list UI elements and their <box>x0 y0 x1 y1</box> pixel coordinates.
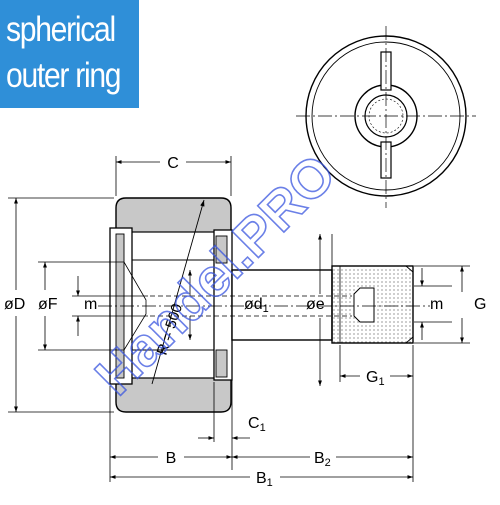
hex-socket <box>353 287 375 323</box>
label-b1: B1 <box>256 470 273 489</box>
label-d: øD <box>4 296 25 313</box>
label-c1: C1 <box>248 415 266 434</box>
dimensions <box>8 156 470 482</box>
label-g1: G1 <box>366 369 385 388</box>
badge-line-1: spherical <box>6 10 116 49</box>
label-m-right: m <box>430 296 443 313</box>
label-m-left: m <box>84 296 97 313</box>
badge-line-2: outer ring <box>6 56 122 95</box>
label-b: B <box>166 450 177 467</box>
right-flange-lower-block <box>215 349 228 378</box>
right-flange-upper-block <box>215 235 228 264</box>
side-view <box>98 197 430 413</box>
label-e: øe <box>306 296 325 313</box>
label-f: øF <box>38 296 58 313</box>
stud-head-cone <box>123 261 147 351</box>
end-view <box>296 26 476 208</box>
stud-body <box>231 269 333 341</box>
label-b2: B2 <box>314 450 331 469</box>
label-g: G <box>474 296 486 313</box>
label-d1: ød1 <box>244 296 269 315</box>
label-c: C <box>167 155 179 172</box>
spherical-outer-ring-badge: spherical outer ring <box>0 0 139 108</box>
radius-leader <box>151 199 205 385</box>
thread-chamfer <box>405 265 414 344</box>
